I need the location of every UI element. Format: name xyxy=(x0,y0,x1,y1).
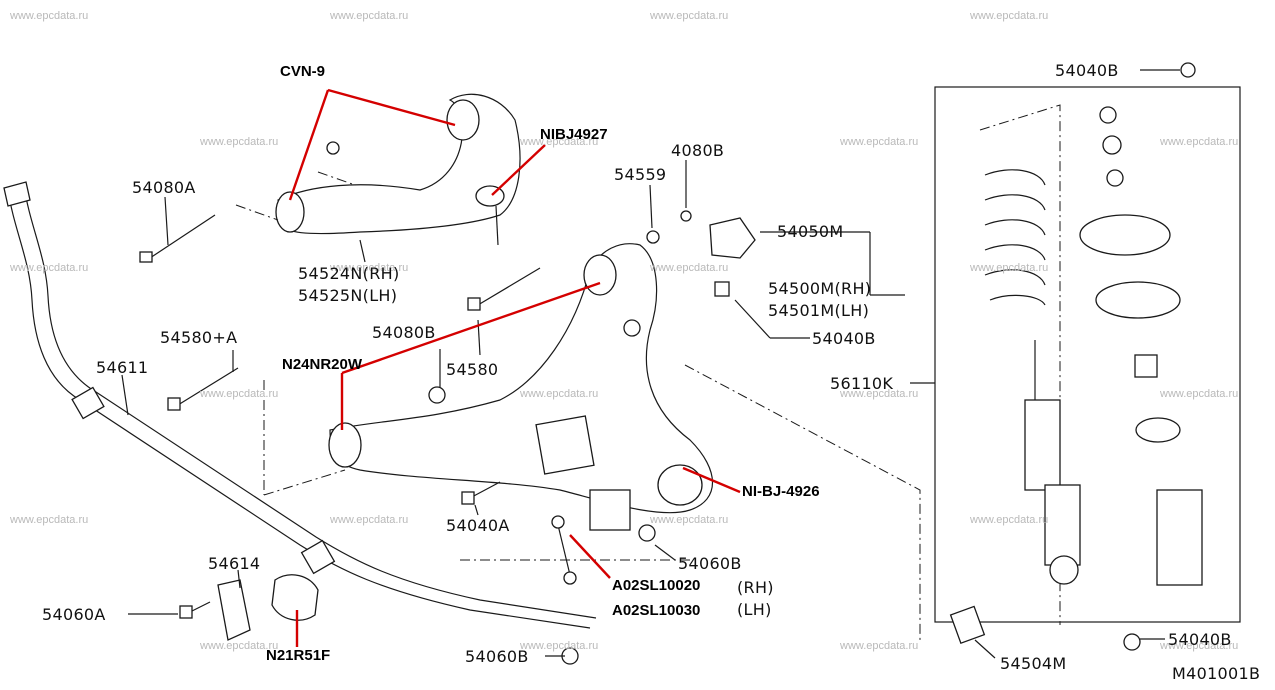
watermark: www.epcdata.ru xyxy=(840,388,919,400)
watermark: www.epcdata.ru xyxy=(1160,136,1239,148)
side-label-rh: (RH) xyxy=(737,578,774,597)
watermark: www.epcdata.ru xyxy=(1160,388,1239,400)
part-label-54060b[interactable]: 54060B xyxy=(465,647,529,666)
part-label-54080b[interactable]: 54080B xyxy=(372,323,436,342)
watermark: www.epcdata.ru xyxy=(200,640,279,652)
watermark: www.epcdata.ru xyxy=(650,10,729,22)
diagram-code: M401001B xyxy=(1172,664,1261,683)
xref-nibj4927[interactable]: NIBJ4927 xyxy=(540,126,608,143)
part-label-54580[interactable]: 54580 xyxy=(446,360,499,379)
watermark: www.epcdata.ru xyxy=(970,262,1049,274)
watermark: www.epcdata.ru xyxy=(650,514,729,526)
watermark: www.epcdata.ru xyxy=(10,10,89,22)
watermark: www.epcdata.ru xyxy=(520,136,599,148)
watermark: www.epcdata.ru xyxy=(330,262,409,274)
watermark: www.epcdata.ru xyxy=(1160,640,1239,652)
watermark: www.epcdata.ru xyxy=(200,136,279,148)
lower-control-arm xyxy=(328,243,713,531)
stabilizer-link xyxy=(217,515,577,641)
part-label-54504m[interactable]: 54504M xyxy=(1000,654,1067,673)
xref-cvn-9[interactable]: CVN-9 xyxy=(280,63,326,80)
part-label-54501m[interactable]: 54501M(LH) xyxy=(768,301,870,320)
part-label-54525n[interactable]: 54525N(LH) xyxy=(298,286,398,305)
part-label-4080b[interactable]: 4080B xyxy=(671,141,725,160)
part-label-54614[interactable]: 54614 xyxy=(208,554,261,573)
part-label-54050m[interactable]: 54050M xyxy=(777,222,844,241)
part-label-54559[interactable]: 54559 xyxy=(614,165,667,184)
side-label-lh: (LH) xyxy=(737,600,772,619)
watermark: www.epcdata.ru xyxy=(840,640,919,652)
xref-ni-bj-4926[interactable]: NI-BJ-4926 xyxy=(742,483,820,500)
part-label-54040b[interactable]: 54040B xyxy=(1168,630,1232,649)
watermark: www.epcdata.ru xyxy=(970,10,1049,22)
part-label-54040a[interactable]: 54040A xyxy=(446,516,510,535)
watermark: www.epcdata.ru xyxy=(330,514,409,526)
part-label-54040b[interactable]: 54040B xyxy=(812,329,876,348)
strut-assembly xyxy=(934,86,1241,645)
watermark: www.epcdata.ru xyxy=(330,10,409,22)
part-label-54580a[interactable]: 54580+A xyxy=(160,328,238,347)
xref-a02sl10020[interactable]: A02SL10020 xyxy=(612,577,701,594)
watermark: www.epcdata.ru xyxy=(10,514,89,526)
leader-lines xyxy=(121,69,1180,659)
xref-a02sl10030[interactable]: A02SL10030 xyxy=(612,602,701,619)
part-label-56110k[interactable]: 56110K xyxy=(830,374,894,393)
upper-control-arm xyxy=(275,93,521,246)
nuts xyxy=(326,62,1196,665)
part-label-54500m[interactable]: 54500M(RH) xyxy=(768,279,872,298)
bolts xyxy=(139,214,541,619)
watermark: www.epcdata.ru xyxy=(840,136,919,148)
watermark: www.epcdata.ru xyxy=(520,640,599,652)
watermark: www.epcdata.ru xyxy=(970,514,1049,526)
watermark: www.epcdata.ru xyxy=(200,388,279,400)
watermark: www.epcdata.ru xyxy=(520,388,599,400)
part-label-54524n[interactable]: 54524N(RH) xyxy=(298,264,400,283)
annotation-lines xyxy=(288,88,741,647)
xref-n24nr20w[interactable]: N24NR20W xyxy=(282,356,363,373)
part-label-54080a[interactable]: 54080A xyxy=(132,178,196,197)
watermark: www.epcdata.ru xyxy=(10,262,89,274)
watermark: www.epcdata.ru xyxy=(650,262,729,274)
part-label-54060a[interactable]: 54060A xyxy=(42,605,106,624)
guide-lines xyxy=(235,104,1061,640)
part-label-54611[interactable]: 54611 xyxy=(96,358,149,377)
stabilizer-bar xyxy=(3,181,597,629)
xref-n21r51f[interactable]: N21R51F xyxy=(266,647,331,664)
part-label-54060b[interactable]: 54060B xyxy=(678,554,742,573)
part-label-54040b[interactable]: 54040B xyxy=(1055,61,1119,80)
